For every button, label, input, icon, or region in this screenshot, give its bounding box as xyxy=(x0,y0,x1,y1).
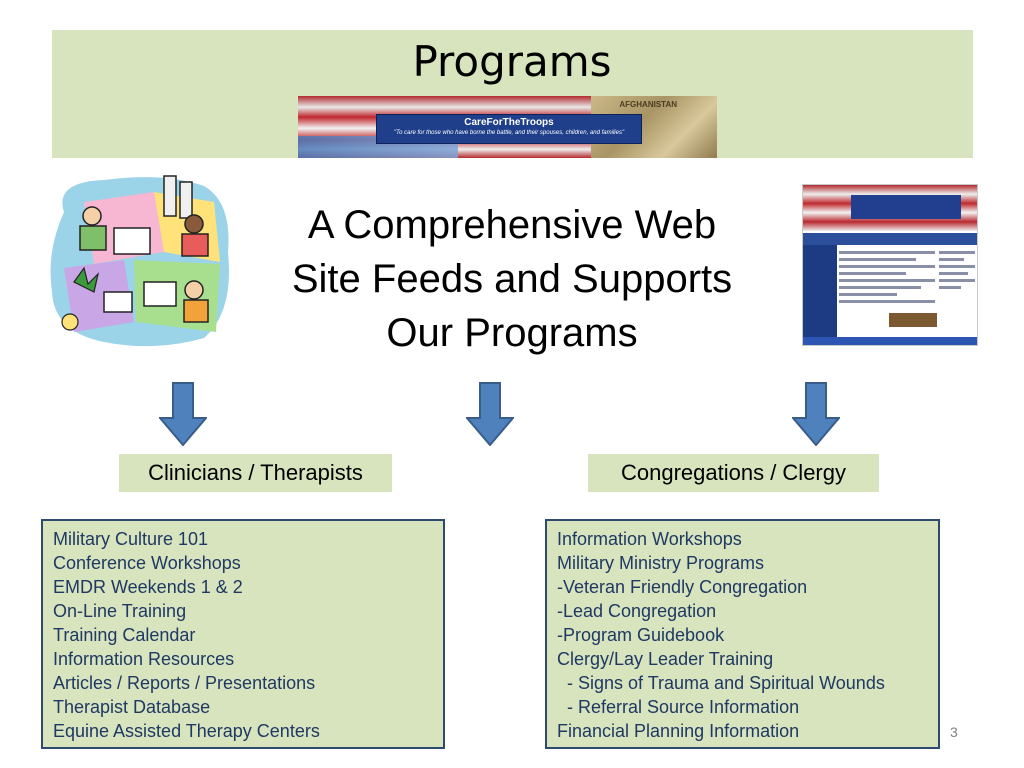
list-item: Financial Planning Information xyxy=(557,721,800,741)
slide-title: Programs xyxy=(412,37,612,86)
careforthetroops-banner: AFGHANISTAN CareForTheTroops "To care fo… xyxy=(298,96,717,158)
clinicians-label: Clinicians / Therapists xyxy=(119,454,392,492)
list-item: Conference Workshops xyxy=(53,553,241,573)
list-item: -Veteran Friendly Congregation xyxy=(557,577,808,597)
headline-line-1: A Comprehensive Web xyxy=(307,203,717,247)
list-item: On-Line Training xyxy=(53,601,187,621)
down-arrow-icon xyxy=(159,382,207,446)
list-item: -Program Guidebook xyxy=(557,625,725,645)
banner-badge: CareForTheTroops "To care for those who … xyxy=(376,114,642,144)
list-item: Military Ministry Programs xyxy=(557,553,765,573)
list-item: -Lead Congregation xyxy=(557,601,717,621)
list-item: Articles / Reports / Presentations xyxy=(53,673,316,693)
banner-map-label: AFGHANISTAN xyxy=(619,100,677,109)
list-item: EMDR Weekends 1 & 2 xyxy=(53,577,243,597)
headline-line-2: Site Feeds and Supports xyxy=(291,257,733,301)
headline: A Comprehensive Web Site Feeds and Suppo… xyxy=(240,198,784,360)
list-item: Equine Assisted Therapy Centers xyxy=(53,721,320,741)
congregations-label: Congregations / Clergy xyxy=(588,454,879,492)
website-sidebar xyxy=(803,245,837,345)
list-item: Information Workshops xyxy=(557,529,742,549)
list-item: Military Culture 101 xyxy=(53,529,209,549)
page-number: 3 xyxy=(950,724,958,740)
website-right-column xyxy=(939,247,975,337)
headline-line-3: Our Programs xyxy=(386,311,638,355)
website-header-panel xyxy=(851,195,961,219)
website-nav-bar xyxy=(803,233,977,245)
down-arrow-icon xyxy=(792,382,840,446)
people-collage-clipart xyxy=(50,175,229,347)
congregations-program-list: Information Workshops Military Ministry … xyxy=(545,519,940,749)
banner-brand: CareForTheTroops xyxy=(464,117,554,128)
website-taskbar xyxy=(803,337,977,345)
banner-tagline: "To care for those who have borne the ba… xyxy=(393,130,625,136)
list-item: Clergy/Lay Leader Training xyxy=(557,649,774,669)
clinicians-program-list: Military Culture 101 Conference Workshop… xyxy=(41,519,445,749)
list-item: - Referral Source Information xyxy=(557,697,800,717)
website-body-text xyxy=(839,247,935,337)
list-item: Training Calendar xyxy=(53,625,196,645)
down-arrow-icon xyxy=(466,382,514,446)
website-welcome-mat-image xyxy=(889,313,937,327)
list-item: Information Resources xyxy=(53,649,235,669)
list-item: - Signs of Trauma and Spiritual Wounds xyxy=(557,673,885,693)
list-item: Therapist Database xyxy=(53,697,211,717)
website-screenshot-thumbnail xyxy=(802,184,978,346)
